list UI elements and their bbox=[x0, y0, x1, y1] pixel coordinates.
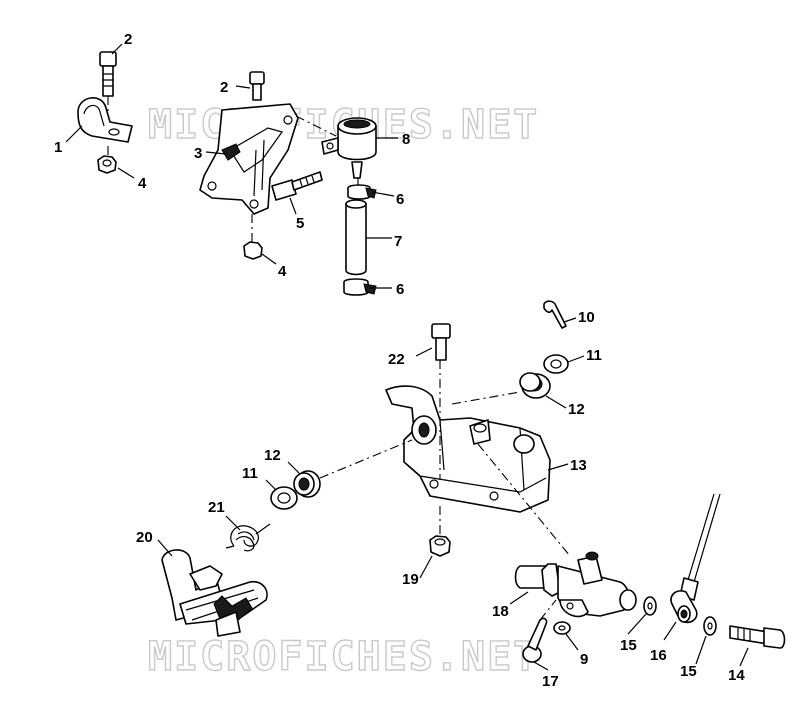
part-hose bbox=[345, 199, 367, 276]
part-washer-top bbox=[543, 354, 569, 374]
callout-14: 14 bbox=[728, 667, 745, 684]
part-clevis-rod bbox=[670, 493, 721, 624]
part-bolt-angled bbox=[271, 171, 323, 201]
callout-16: 16 bbox=[650, 647, 667, 664]
callout-2-left: 2 bbox=[124, 31, 132, 48]
callout-1: 1 bbox=[54, 139, 62, 156]
callout-5: 5 bbox=[296, 215, 304, 232]
part-bolt-left bbox=[99, 51, 117, 97]
part-brake-pedal-bracket bbox=[385, 385, 551, 513]
callout-11-top: 11 bbox=[586, 347, 602, 364]
callout-2-center: 2 bbox=[220, 79, 228, 96]
part-nut-center bbox=[243, 241, 263, 260]
callout-6-upper: 6 bbox=[396, 191, 404, 208]
part-hose-clamp-lower bbox=[343, 278, 377, 296]
callout-8: 8 bbox=[402, 131, 410, 148]
part-hose-clamp-upper bbox=[347, 184, 377, 200]
callout-6-lower: 6 bbox=[396, 281, 404, 298]
part-washer-small bbox=[553, 621, 571, 635]
callout-13: 13 bbox=[570, 457, 587, 474]
callout-11-left: 11 bbox=[242, 465, 258, 482]
part-return-spring bbox=[225, 523, 271, 552]
part-brake-pedal bbox=[161, 549, 268, 637]
callout-22: 22 bbox=[388, 351, 405, 368]
part-cotter-pin bbox=[543, 300, 567, 329]
part-clamp bbox=[77, 97, 133, 143]
part-bushing-top bbox=[519, 372, 551, 399]
callout-3: 3 bbox=[194, 145, 202, 162]
part-nut-bottom bbox=[429, 535, 451, 557]
part-clevis-bolt bbox=[729, 625, 786, 649]
callout-labels: 1 2 2 3 4 4 5 6 6 7 8 9 10 11 11 12 12 1… bbox=[54, 31, 745, 690]
part-master-cylinder-bracket bbox=[199, 103, 299, 215]
leader-lines bbox=[65, 43, 749, 671]
part-bolt-long bbox=[431, 323, 451, 361]
part-bolt-center bbox=[249, 71, 265, 101]
callout-7: 7 bbox=[394, 233, 402, 250]
part-washer-left bbox=[270, 486, 298, 510]
callout-9: 9 bbox=[580, 651, 588, 668]
callout-17: 17 bbox=[542, 673, 559, 690]
callout-4-left: 4 bbox=[138, 175, 147, 192]
callout-12-top: 12 bbox=[568, 401, 585, 418]
callout-12-left: 12 bbox=[264, 447, 281, 464]
part-master-cylinder bbox=[514, 551, 637, 618]
callout-15-left: 15 bbox=[620, 637, 637, 654]
watermark-bottom: MICROFICHES.NET bbox=[148, 634, 539, 680]
callout-21: 21 bbox=[208, 499, 225, 516]
part-washer-clevis-right bbox=[703, 616, 717, 636]
callout-18: 18 bbox=[492, 603, 509, 620]
callout-15-right: 15 bbox=[680, 663, 697, 680]
part-clevis-pin bbox=[522, 617, 548, 663]
callout-4-center: 4 bbox=[278, 263, 287, 280]
part-bushing-left bbox=[293, 470, 321, 498]
part-washer-clevis-left bbox=[643, 596, 657, 616]
callout-20: 20 bbox=[136, 529, 153, 546]
callout-10: 10 bbox=[578, 309, 595, 326]
callout-19: 19 bbox=[402, 571, 419, 588]
part-nut-left bbox=[97, 155, 117, 174]
part-reservoir bbox=[321, 117, 377, 179]
